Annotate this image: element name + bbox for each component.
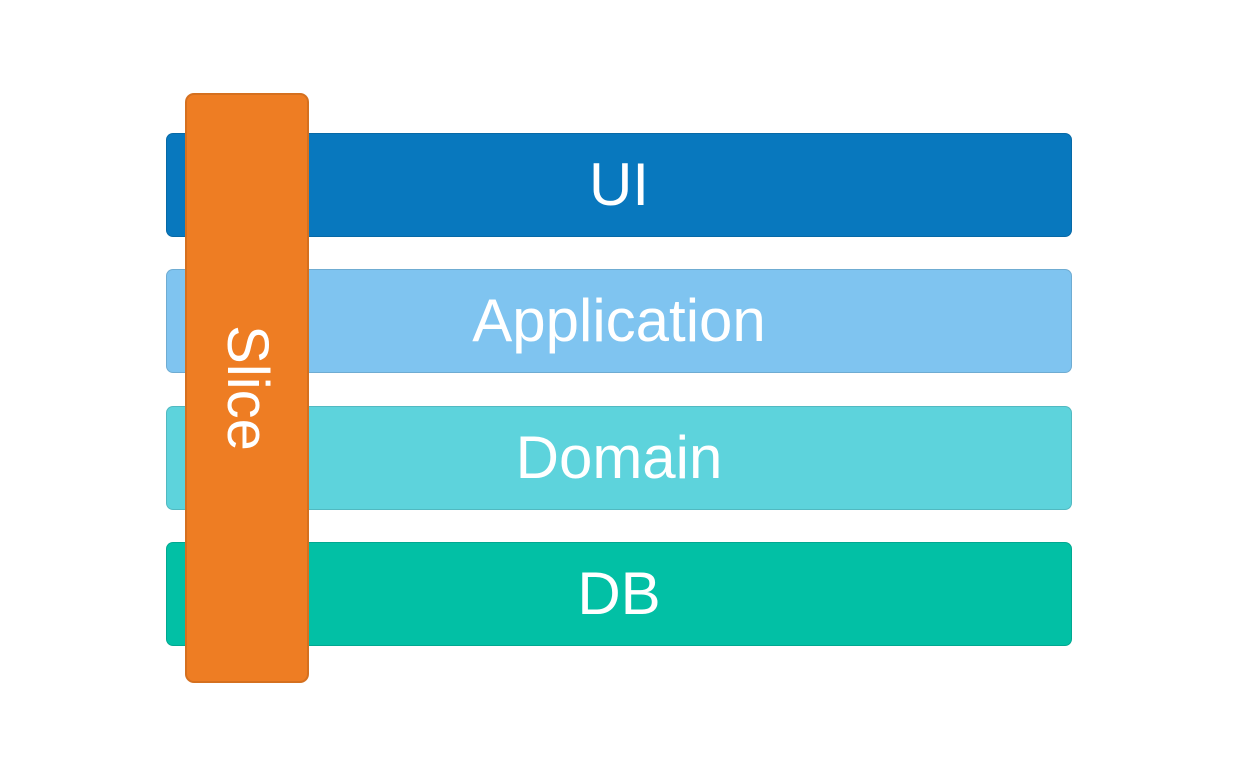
layer-bar-domain: Domain	[166, 406, 1072, 510]
layer-label-application: Application	[472, 287, 766, 354]
slice-label: Slice	[215, 325, 280, 451]
layer-bar-db: DB	[166, 542, 1072, 646]
layer-label-domain: Domain	[515, 424, 723, 491]
layer-bar-ui: UI	[166, 133, 1072, 237]
layer-label-db: DB	[577, 560, 661, 627]
layer-label-ui: UI	[589, 151, 649, 218]
slice-bar: Slice	[185, 93, 309, 683]
layer-bar-application: Application	[166, 269, 1072, 373]
